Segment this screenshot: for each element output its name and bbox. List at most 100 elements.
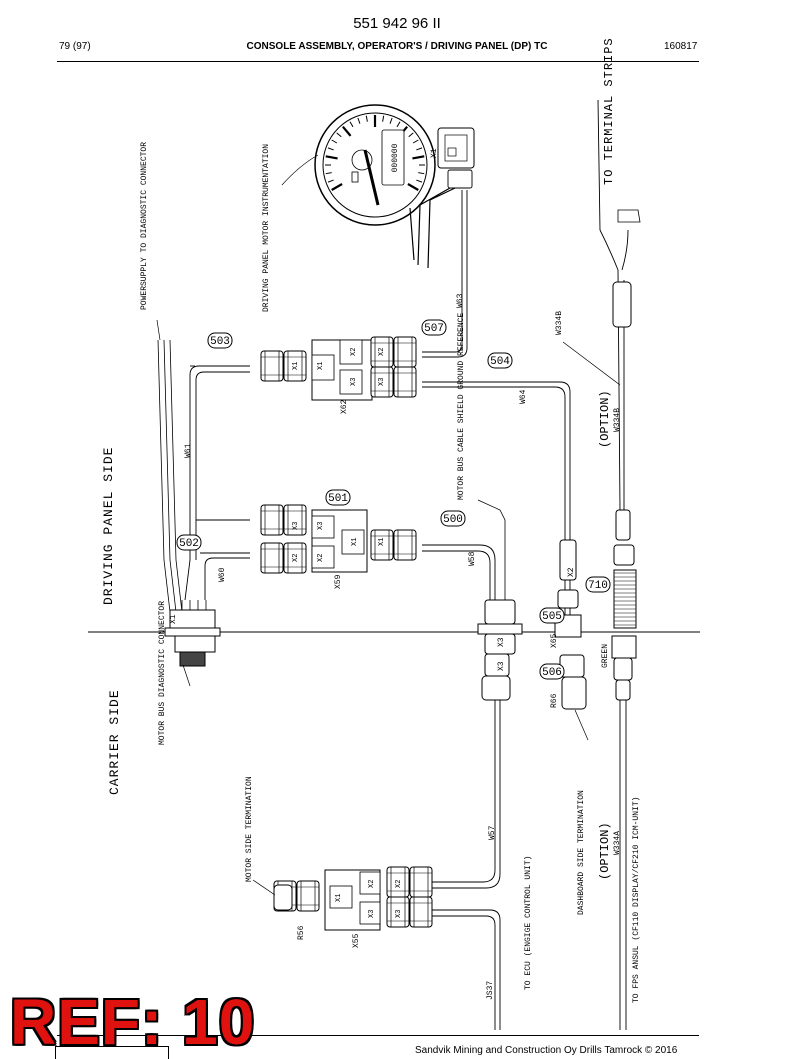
gauge-tick bbox=[336, 132, 342, 138]
label-powersupply: POWERSUPPLY TO DIAGNOSTIC CONNECTOR bbox=[140, 142, 149, 310]
cable-w334b bbox=[597, 99, 621, 511]
label-to-fps: TO FPS ANSUL (CF110 DISPLAY/CF210 ICM-UN… bbox=[632, 797, 641, 1003]
label-dash-x2: X2 bbox=[567, 567, 576, 577]
svg-text:X1: X1 bbox=[378, 538, 386, 546]
bulkhead-connector-x3 bbox=[477, 599, 523, 701]
svg-text:X2: X2 bbox=[368, 880, 376, 888]
gauge-tick bbox=[342, 125, 352, 137]
resistor-r66 bbox=[559, 654, 587, 710]
gauge-tick bbox=[416, 179, 423, 183]
wire-w58: W58 bbox=[468, 551, 477, 566]
callout-500: 500 bbox=[440, 510, 466, 527]
cable-w63 bbox=[422, 190, 463, 353]
page-title: CONSOLE ASSEMBLY, OPERATOR'S / DRIVING P… bbox=[246, 41, 548, 52]
label-motor-side-termination: MOTOR SIDE TERMINATION bbox=[245, 776, 254, 882]
page-number: 79 (97) bbox=[59, 41, 91, 52]
connector-710 bbox=[611, 509, 637, 701]
bulkhead-connector-x1 bbox=[164, 600, 221, 667]
cable-w64 bbox=[422, 381, 571, 540]
cable-w58 bbox=[422, 544, 496, 600]
label-bulkhead-x3: X3 bbox=[497, 637, 506, 647]
label-carrier-side: CARRIER SIDE bbox=[107, 689, 122, 795]
wire-w61: W61 bbox=[184, 443, 193, 458]
gauge-tick bbox=[325, 172, 332, 175]
svg-text:X1: X1 bbox=[335, 894, 343, 902]
ref-stamp: REF: 10 bbox=[10, 986, 256, 1058]
svg-text:X1: X1 bbox=[317, 362, 325, 370]
svg-text:710: 710 bbox=[588, 580, 608, 592]
svg-text:X3: X3 bbox=[350, 378, 358, 386]
label-green: GREEN bbox=[601, 644, 610, 668]
label-x55: X55 bbox=[352, 933, 361, 948]
wire-w334b-lower: W334B bbox=[613, 408, 622, 432]
gauge-tick bbox=[412, 139, 419, 144]
callout-504: 504 bbox=[487, 352, 513, 369]
callout-507: 507 bbox=[421, 319, 447, 336]
gauge-tick bbox=[408, 132, 414, 138]
svg-text:500: 500 bbox=[443, 514, 463, 526]
label-x59: X59 bbox=[334, 574, 343, 589]
wire-w64: W64 bbox=[519, 389, 528, 404]
wire-js37: JS37 bbox=[486, 981, 495, 1000]
document-number: 551 942 96 II bbox=[353, 15, 441, 32]
svg-text:X3: X3 bbox=[395, 910, 403, 918]
copyright: Sandvik Mining and Construction Oy Drill… bbox=[415, 1045, 678, 1056]
connector-x59 bbox=[260, 504, 417, 574]
callout-710: 710 bbox=[585, 576, 611, 593]
gauge-tick bbox=[327, 147, 334, 151]
connector-x55 bbox=[273, 866, 433, 931]
svg-text:506: 506 bbox=[542, 667, 562, 679]
odometer-window bbox=[381, 129, 405, 186]
gauge-tick bbox=[396, 121, 401, 128]
svg-text:X2: X2 bbox=[350, 348, 358, 356]
label-r56: R56 bbox=[297, 925, 306, 940]
label-motor-bus-diag: MOTOR BUS DIAGNOSTIC CONNECTOR bbox=[158, 601, 167, 745]
wire-w60: W60 bbox=[218, 567, 227, 582]
svg-text:X2: X2 bbox=[317, 554, 325, 562]
gauge-needle bbox=[363, 149, 380, 206]
gauge-tick bbox=[418, 172, 425, 175]
svg-text:X3: X3 bbox=[292, 522, 300, 530]
svg-text:X2: X2 bbox=[395, 880, 403, 888]
label-to-ecu: TO ECU (ENGIGE CONTROL UNIT) bbox=[524, 856, 533, 990]
wire-w334a: W334A bbox=[613, 831, 622, 855]
gauge-tick bbox=[331, 183, 343, 191]
callout-502: 502 bbox=[176, 534, 202, 551]
callout-506: 506 bbox=[539, 663, 565, 680]
svg-text:X2: X2 bbox=[378, 348, 386, 356]
svg-text:X1: X1 bbox=[351, 538, 359, 546]
powersupply-wire bbox=[157, 339, 171, 613]
document-date: 160817 bbox=[664, 41, 698, 52]
svg-text:507: 507 bbox=[424, 323, 444, 335]
label-driving-panel-side: DRIVING PANEL SIDE bbox=[101, 447, 116, 605]
gauge-tick bbox=[382, 115, 385, 122]
gauge-tick bbox=[357, 117, 361, 124]
footer-rule bbox=[57, 1035, 699, 1036]
label-motor-bus-shield: MOTOR BUS CABLE SHIELD GROUND REFERENCE bbox=[457, 313, 466, 500]
gauge-tick bbox=[407, 183, 419, 191]
odometer-readout: 000000 bbox=[391, 143, 400, 172]
gauge-tick bbox=[365, 115, 368, 122]
cable-js37 bbox=[430, 909, 501, 1030]
gauge-tick bbox=[349, 121, 354, 128]
svg-text:X2: X2 bbox=[292, 554, 300, 562]
label-r66: R66 bbox=[550, 693, 559, 708]
resistor-r56 bbox=[273, 884, 293, 911]
gauge-tick bbox=[389, 117, 393, 124]
cable-w57 bbox=[430, 700, 496, 883]
gauge-tick bbox=[331, 139, 338, 144]
header-rule bbox=[57, 61, 699, 62]
instrument-x1-label: X1 bbox=[430, 148, 439, 158]
svg-text:502: 502 bbox=[179, 538, 199, 550]
label-terminal-strips: TO TERMINAL STRIPS bbox=[602, 37, 616, 185]
label-bulkhead-x1: X1 bbox=[169, 614, 178, 624]
svg-text:X1: X1 bbox=[292, 362, 300, 370]
label-x62: X62 bbox=[340, 399, 349, 414]
label-option-lower: (OPTION) bbox=[598, 822, 612, 880]
svg-text:503: 503 bbox=[210, 336, 230, 348]
gauge-tick bbox=[327, 179, 334, 183]
svg-text:X3: X3 bbox=[378, 378, 386, 386]
gauge-tick bbox=[416, 147, 423, 151]
connector-x65 bbox=[554, 539, 582, 638]
svg-text:501: 501 bbox=[328, 493, 348, 505]
